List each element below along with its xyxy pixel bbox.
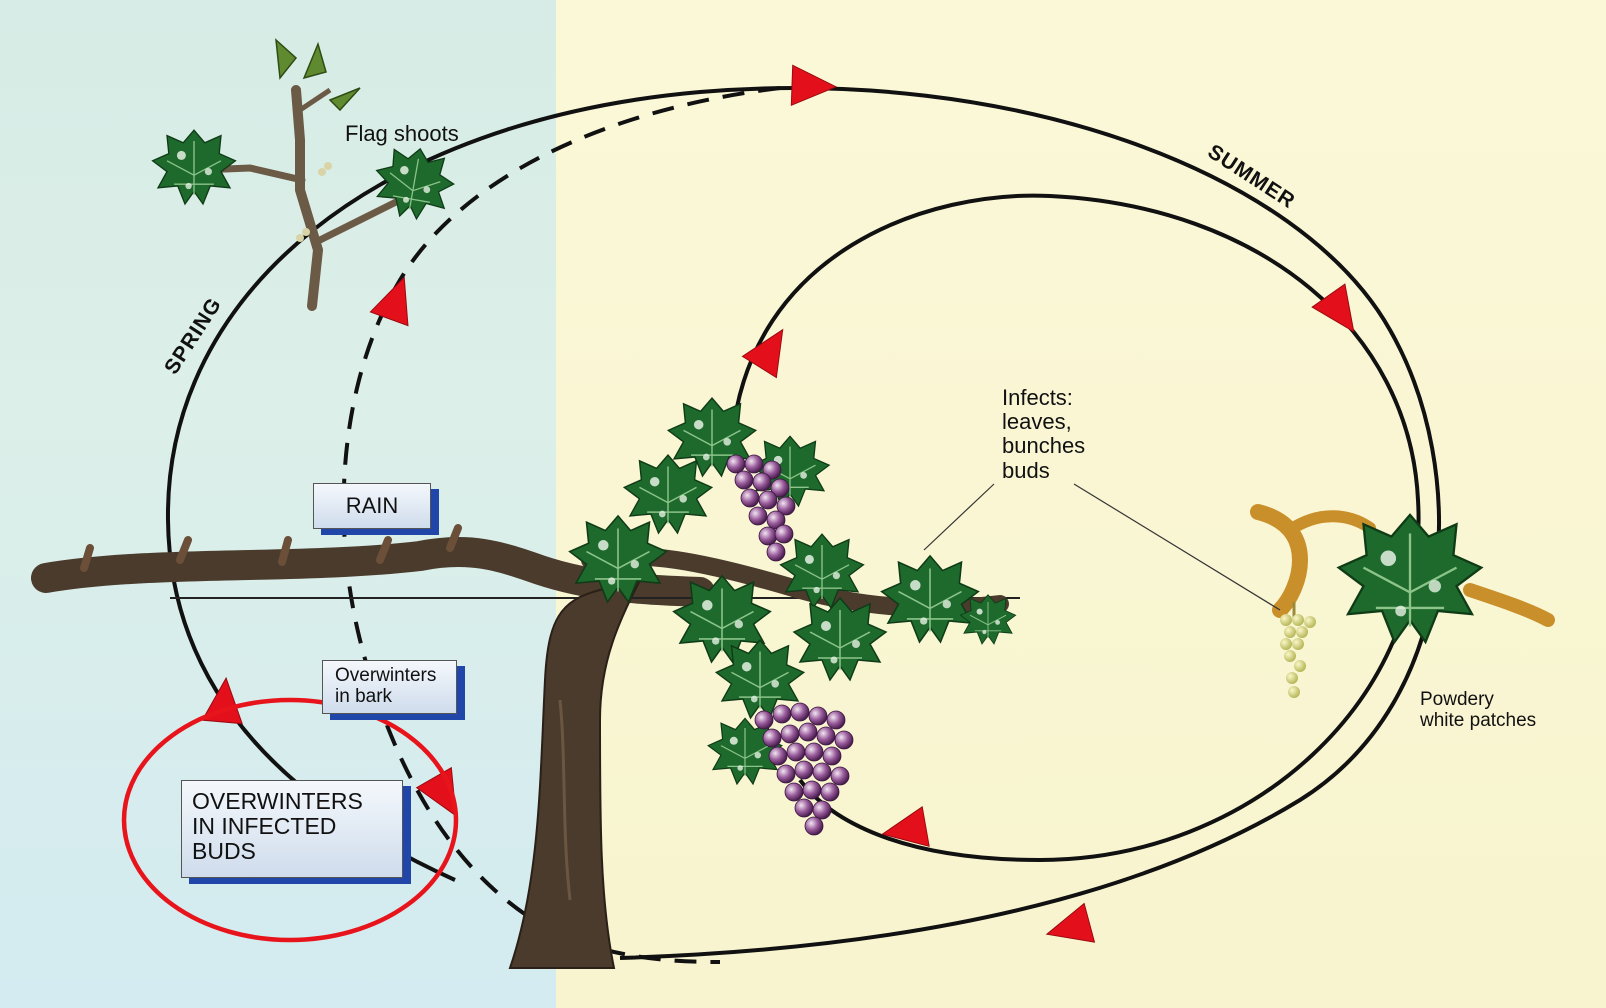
arrow-summer xyxy=(1311,283,1371,344)
highlight-circle xyxy=(121,697,459,943)
green-grape-bunch xyxy=(1280,602,1316,698)
arrow-inner-left xyxy=(741,318,801,379)
vine-cane xyxy=(31,524,1020,607)
overwinters-in-infected-buds-box: OVERWINTERS IN INFECTED BUDS xyxy=(181,780,403,878)
inner-cycle-loop xyxy=(730,193,1421,863)
powdery-label: Powdery white patches xyxy=(1420,689,1537,731)
arrow-top xyxy=(790,64,838,108)
infects-leader-lines xyxy=(923,483,1281,611)
overwinters-in-bark-box: Overwinters in bark xyxy=(322,660,457,714)
infected-shoot-illustration xyxy=(1250,504,1555,698)
arrow-outer-bottom xyxy=(1041,903,1095,955)
flag-shoots-label: Flag shoots xyxy=(345,121,459,146)
vine-foliage xyxy=(568,397,1017,836)
background-right-panel xyxy=(556,0,1606,1008)
flag-shoot-illustration xyxy=(151,38,460,311)
rain-box: RAIN xyxy=(313,483,431,529)
outer-cycle-loop xyxy=(165,86,1441,960)
arrow-dashed-up xyxy=(369,270,424,327)
infects-label: Infects: leaves, bunches buds xyxy=(1002,385,1086,483)
